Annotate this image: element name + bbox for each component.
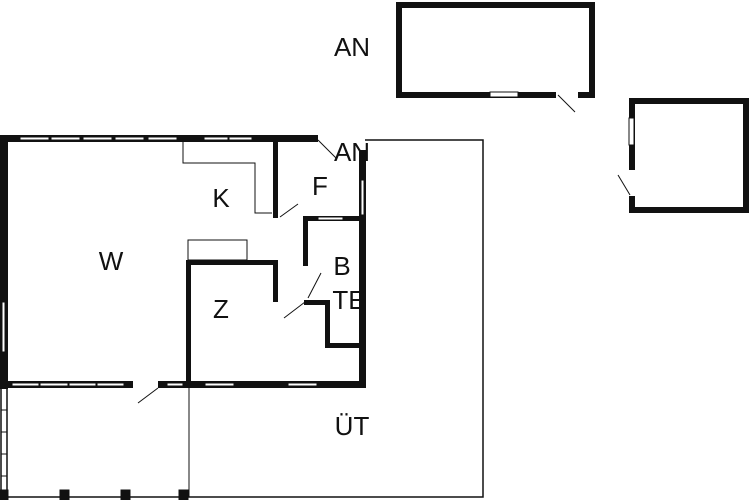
room-label-an-top: AN xyxy=(333,32,371,62)
door-opening xyxy=(628,170,636,196)
room-label-f: F xyxy=(312,171,328,201)
windows xyxy=(1,136,365,387)
post xyxy=(120,489,131,500)
door-swing xyxy=(317,139,337,159)
outbuilding-top xyxy=(396,2,595,113)
window xyxy=(489,91,519,98)
interior-lines xyxy=(137,139,337,404)
kitchen-counter xyxy=(182,142,272,214)
door-opening xyxy=(556,91,578,99)
post xyxy=(178,489,189,500)
room-label-ut: ÜT xyxy=(334,411,370,441)
post xyxy=(0,489,9,500)
room-label-te: TE xyxy=(332,285,366,315)
outbuilding-right xyxy=(617,98,749,213)
room-label-w: W xyxy=(98,246,124,276)
door-swing xyxy=(279,203,299,218)
window xyxy=(628,117,635,146)
door-swing xyxy=(617,174,631,196)
post xyxy=(59,489,70,500)
door-swing xyxy=(137,387,159,404)
cabinet xyxy=(187,239,248,261)
room-label-k: K xyxy=(212,183,230,213)
room-label-an-main: AN xyxy=(333,137,371,167)
room-label-z: Z xyxy=(213,294,229,324)
door-swing xyxy=(283,301,306,319)
terrace xyxy=(0,139,484,500)
room-label-b: B xyxy=(333,251,351,281)
door-swing xyxy=(557,94,576,113)
door-swing xyxy=(307,272,322,299)
